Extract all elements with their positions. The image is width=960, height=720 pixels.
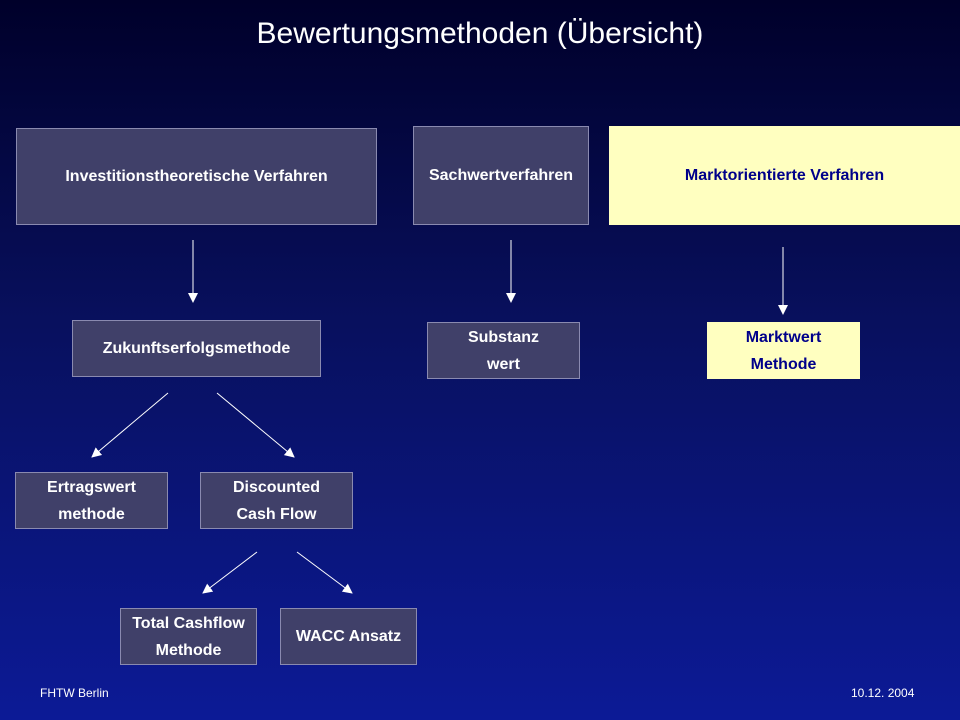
box-label-line1: Discounted (232, 478, 321, 496)
box-investitionstheoretische-verfahren: Investitionstheoretische Verfahren (16, 128, 377, 225)
box-zukunftserfolgsmethode: Zukunftserfolgsmethode (72, 320, 321, 377)
arrow-discounted-to-wacc (296, 551, 353, 594)
box-marktorientierte-verfahren: Marktorientierte Verfahren (609, 126, 960, 225)
box-wacc-ansatz: WACC Ansatz (280, 608, 417, 665)
box-label-line1: Total Cashflow (132, 614, 245, 632)
box-total-cashflow-methode: Total Cashflow Methode (120, 608, 257, 665)
box-label-line2: Methode (155, 641, 222, 659)
arrow-discounted-to-total (202, 551, 258, 594)
box-label: WACC Ansatz (295, 628, 402, 645)
box-label-line2: wert (487, 355, 520, 373)
slide-title: Bewertungsmethoden (Übersicht) (256, 17, 704, 50)
box-sachwertverfahren: Sachwertverfahren (413, 126, 589, 225)
box-label-line1: Substanz (467, 328, 540, 346)
box-label: Sachwertverfahren (428, 167, 574, 184)
box-label-line2: Cash Flow (236, 505, 317, 523)
box-label-line1: Marktwert (745, 328, 822, 346)
box-marktwert-methode: Marktwert Methode (707, 322, 860, 379)
box-discounted-cash-flow: Discounted Cash Flow (200, 472, 353, 529)
box-label: Investitionstheoretische Verfahren (65, 168, 328, 185)
arrow-zukunft-to-ertragswert (91, 392, 169, 458)
box-label: Zukunftserfolgsmethode (102, 340, 291, 357)
arrow-zukunft-to-discounted (216, 392, 295, 458)
box-label-line2: methode (58, 505, 125, 523)
box-substanzwert: Substanz wert (427, 322, 580, 379)
box-label-line2: Methode (750, 355, 817, 373)
box-label-line1: Ertragswert (47, 478, 136, 496)
box-ertragswertmethode: Ertragswert methode (15, 472, 168, 529)
footer-date: 10.12. 2004 (851, 686, 915, 700)
box-label: Marktorientierte Verfahren (684, 167, 885, 184)
footer-left: FHTW Berlin (40, 686, 109, 700)
